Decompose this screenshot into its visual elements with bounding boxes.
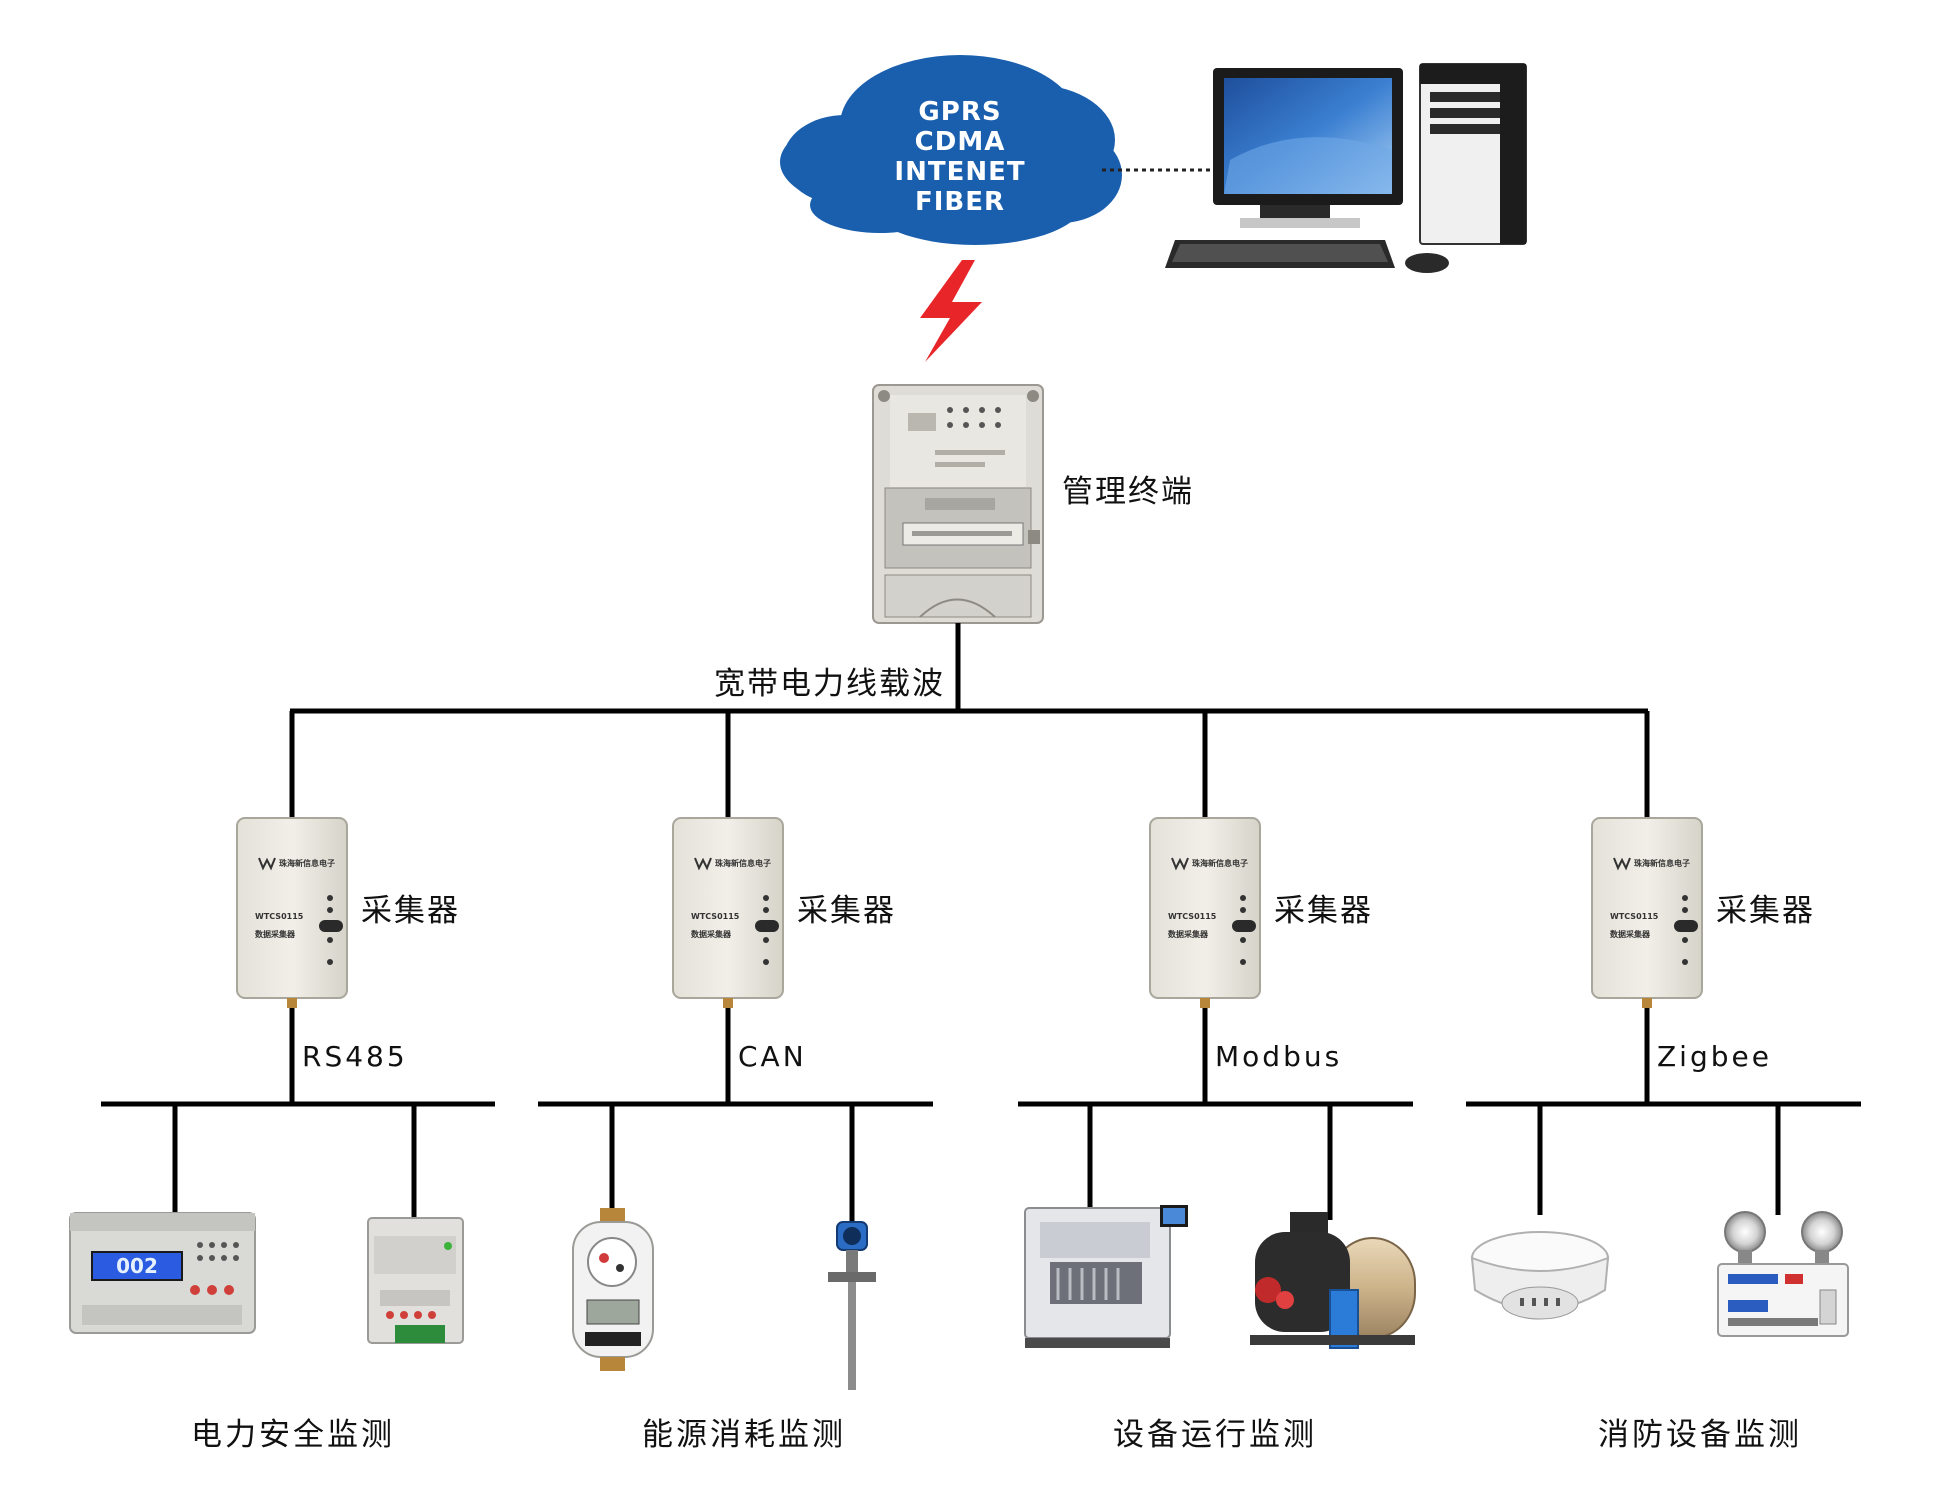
cloud: GPRS CDMA INTENET FIBER	[780, 55, 1122, 245]
group-caption-4: 消防设备监测	[1598, 1417, 1802, 1453]
sub-buses	[101, 1101, 1861, 1222]
collector-label: 采集器	[361, 893, 460, 929]
group-caption-1: 电力安全监测	[191, 1417, 395, 1453]
computer-icon	[1165, 63, 1527, 273]
management-terminal-device	[872, 384, 1044, 624]
collector-2: 珠海新信息电子 WTCS0115 数据采集器 采集器 CAN	[672, 817, 896, 1104]
group-caption-2: 能源消耗监测	[642, 1417, 846, 1453]
collector-brand: 珠海新信息电子	[715, 858, 771, 868]
pressure-transmitter-device	[828, 1221, 876, 1390]
collector-label: 采集器	[1716, 893, 1815, 929]
trunk-label: 宽带电力线载波	[714, 666, 945, 702]
collector-model: WTCS0115	[1610, 912, 1659, 921]
collector-3: 珠海新信息电子 WTCS0115 数据采集器 采集器 Modbus	[1149, 817, 1373, 1104]
bus-protocol-label: CAN	[738, 1040, 807, 1073]
collector-model: WTCS0115	[255, 912, 304, 921]
collector-brand: 珠海新信息电子	[1192, 858, 1248, 868]
meter-display: 002	[116, 1254, 158, 1278]
bus-protocol-label: RS485	[302, 1040, 408, 1073]
collector-label: 采集器	[1274, 893, 1373, 929]
collector-device-name: 数据采集器	[255, 929, 296, 939]
collector-1: 珠海新信息电子 WTCS0115 数据采集器 采集器 RS485	[236, 817, 460, 1104]
collector-model: WTCS0115	[1168, 912, 1217, 921]
collector-device-name: 数据采集器	[691, 929, 732, 939]
wireless-link-icon	[920, 260, 982, 362]
smt-machine-device	[1024, 1205, 1188, 1348]
cloud-shape	[780, 55, 1122, 245]
group-caption-3: 设备运行监测	[1113, 1417, 1317, 1453]
water-meter-device	[572, 1208, 654, 1371]
cloud-line-2: CDMA	[915, 127, 1006, 157]
terminal-label: 管理终端	[1062, 474, 1194, 510]
protection-relay-device	[367, 1217, 464, 1344]
bus-protocol-label: Zigbee	[1657, 1040, 1772, 1073]
collector-device-name: 数据采集器	[1610, 929, 1651, 939]
collector-model: WTCS0115	[691, 912, 740, 921]
collector-device-name: 数据采集器	[1168, 929, 1209, 939]
collector-4: 珠海新信息电子 WTCS0115 数据采集器 采集器 Zigbee	[1591, 817, 1815, 1104]
collector-label: 采集器	[797, 893, 896, 929]
bus-protocol-label: Modbus	[1215, 1040, 1342, 1073]
boiler-device	[1250, 1212, 1416, 1349]
collector-brand: 珠海新信息电子	[279, 858, 335, 868]
cloud-line-3: INTENET	[894, 157, 1025, 187]
collectors: 珠海新信息电子 WTCS0115 数据采集器 采集器 RS485 珠海新信息电子 WTCS0…	[236, 817, 1815, 1104]
power-meter-device: 002	[69, 1212, 256, 1334]
cloud-line-4: FIBER	[915, 187, 1005, 217]
smoke-detector-device	[1470, 1231, 1610, 1320]
collector-brand: 珠海新信息电子	[1634, 858, 1690, 868]
cloud-line-1: GPRS	[918, 97, 1001, 127]
emergency-light-device	[1717, 1211, 1849, 1337]
